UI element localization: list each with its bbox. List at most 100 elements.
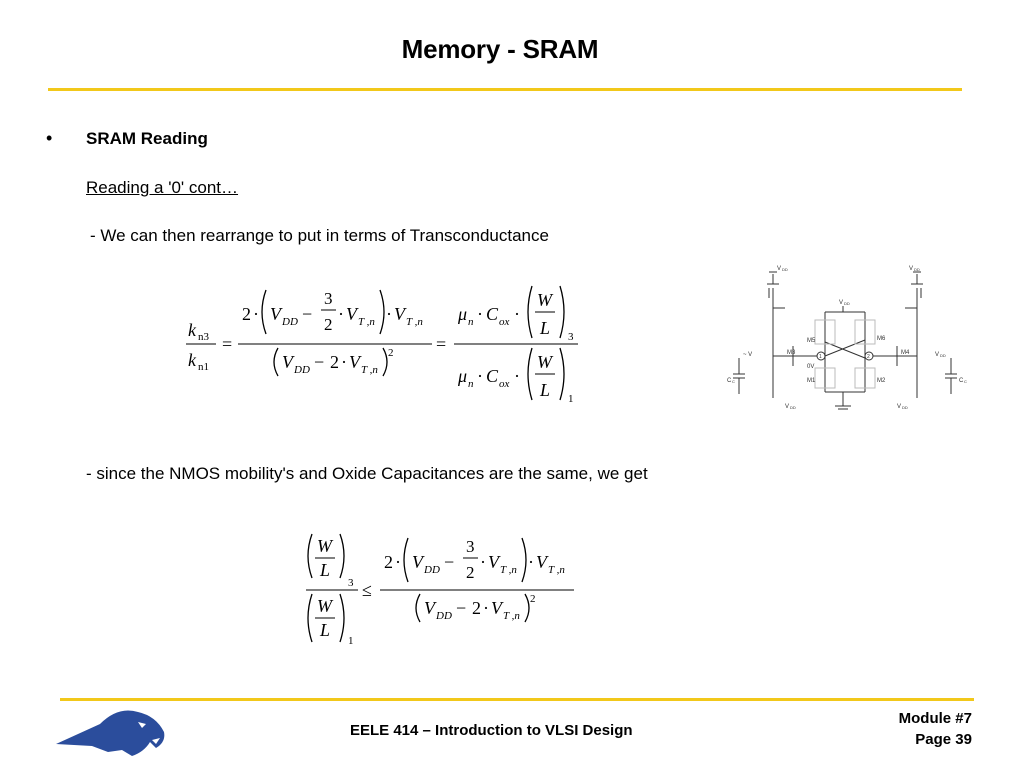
vdd-label-bitline: V: [935, 352, 939, 358]
vdd-sub-right: DD: [914, 267, 920, 272]
cap-label-left: C: [727, 378, 732, 384]
cap-sub-right: C: [964, 379, 967, 384]
equation-transconductance-ratio: k n3 k n1 = 2 · V DD − 3 2 · V T ,n · V …: [186, 285, 578, 405]
num-three: 3: [324, 289, 333, 308]
den-cox: C: [486, 366, 499, 386]
num-index: 3: [568, 331, 574, 343]
den-exponent: 2: [388, 347, 394, 359]
num-vdd: V: [412, 552, 425, 572]
label-m4: M4: [901, 350, 910, 356]
num-vt-1: V: [488, 552, 501, 572]
vdd-sub-left: DD: [782, 267, 788, 272]
num-dot-2: ·: [480, 552, 486, 572]
node-2-label: 2: [867, 354, 870, 360]
num-vt-sub-1: T ,n: [358, 316, 375, 328]
den-dot-4: ·: [477, 366, 483, 386]
num-dot-2: ·: [338, 304, 344, 324]
vdd-sub-wl-right: DD: [902, 405, 908, 410]
neg-vdd-label: ~ V: [743, 352, 752, 358]
footer-page-number: Page 39: [915, 731, 972, 748]
num-l: L: [539, 318, 550, 338]
bottom-divider: [60, 698, 974, 701]
vdd-label-wl-right: V: [897, 404, 901, 410]
den-minus: −: [456, 598, 466, 618]
num-vdd-sub: DD: [423, 564, 440, 576]
lhs-den-index: 1: [348, 635, 354, 647]
den-vt-sub: T ,n: [503, 610, 520, 622]
den-two: 2: [472, 598, 481, 618]
cap-sub-left: C: [732, 379, 735, 384]
vdd-sub-wl-left: DD: [790, 405, 796, 410]
node-1-label: 1: [819, 354, 822, 360]
num-dot-3: ·: [386, 304, 392, 324]
den-dot: ·: [341, 352, 347, 372]
den-exponent: 2: [530, 593, 536, 605]
lhs-den-sub: n1: [198, 361, 209, 373]
label-m2: M2: [877, 378, 886, 384]
lhs-den-k: k: [188, 350, 197, 370]
num-dot-4: ·: [477, 304, 483, 324]
num-vt-sub-2: T ,n: [548, 564, 565, 576]
den-vt-sub: T ,n: [361, 364, 378, 376]
den-w: W: [537, 352, 554, 372]
lhs-num-w: W: [317, 536, 334, 556]
num-dot-3: ·: [528, 552, 534, 572]
num-mu: μ: [457, 304, 467, 324]
zero-volt-label: 0V: [807, 364, 814, 370]
label-m6: M6: [877, 336, 886, 342]
body-line-transconductance: - We can then rearrange to put in terms …: [90, 226, 549, 245]
num-frac-two: 2: [324, 315, 333, 334]
equals-sign-1: =: [222, 334, 232, 354]
body-line-mobility: - since the NMOS mobility's and Oxide Ca…: [86, 464, 648, 483]
lhs-num-index: 3: [348, 577, 354, 589]
den-index: 1: [568, 393, 574, 405]
num-w: W: [537, 290, 554, 310]
num-cox: C: [486, 304, 499, 324]
den-vt: V: [349, 352, 362, 372]
bullet-heading: SRAM Reading: [86, 129, 208, 148]
lhs-num-l: L: [319, 560, 330, 580]
den-minus: −: [314, 352, 324, 372]
vdd-label-core: V: [839, 300, 843, 306]
num-vdd: V: [270, 304, 283, 324]
den-mu-sub: n: [468, 378, 474, 390]
den-cox-sub: ox: [499, 378, 510, 390]
num-dot-5: ·: [514, 304, 520, 324]
num-frac-two: 2: [466, 563, 475, 582]
den-vdd-sub: DD: [435, 610, 452, 622]
lhs-den-w: W: [317, 596, 334, 616]
num-minus: −: [302, 304, 312, 324]
den-dot: ·: [483, 598, 489, 618]
den-two: 2: [330, 352, 339, 372]
num-vt-sub-1: T ,n: [500, 564, 517, 576]
sub-heading: Reading a '0' cont…: [86, 178, 239, 197]
vdd-label-wl-left: V: [785, 404, 789, 410]
footer-module-number: Module #7: [898, 710, 972, 727]
num-dot-1: ·: [395, 552, 401, 572]
num-two: 2: [242, 304, 251, 324]
vdd-label-right: V: [909, 266, 913, 272]
num-cox-sub: ox: [499, 316, 510, 328]
le-sign: ≤: [362, 580, 372, 600]
label-m5: M5: [807, 338, 816, 344]
label-m1: M1: [807, 378, 816, 384]
slide-title: Memory - SRAM: [401, 34, 599, 64]
lhs-num-sub: n3: [198, 331, 210, 343]
den-vdd: V: [424, 598, 437, 618]
vdd-label-left: V: [777, 266, 781, 272]
vdd-sub-core: DD: [844, 301, 850, 306]
den-mu: μ: [457, 366, 467, 386]
bobcat-logo-icon: [56, 710, 165, 756]
vdd-sub-bitline: DD: [940, 353, 946, 358]
lhs-num-k: k: [188, 320, 197, 340]
num-vt-2: V: [536, 552, 549, 572]
lhs-den-l: L: [319, 620, 330, 640]
num-vt-2: V: [394, 304, 407, 324]
equals-sign-2: =: [436, 334, 446, 354]
den-vt: V: [491, 598, 504, 618]
footer-course-title: EELE 414 – Introduction to VLSI Design: [350, 722, 633, 739]
num-vdd-sub: DD: [281, 316, 298, 328]
num-vt-sub-2: T ,n: [406, 316, 423, 328]
bullet-marker: •: [46, 128, 53, 148]
den-vdd: V: [282, 352, 295, 372]
